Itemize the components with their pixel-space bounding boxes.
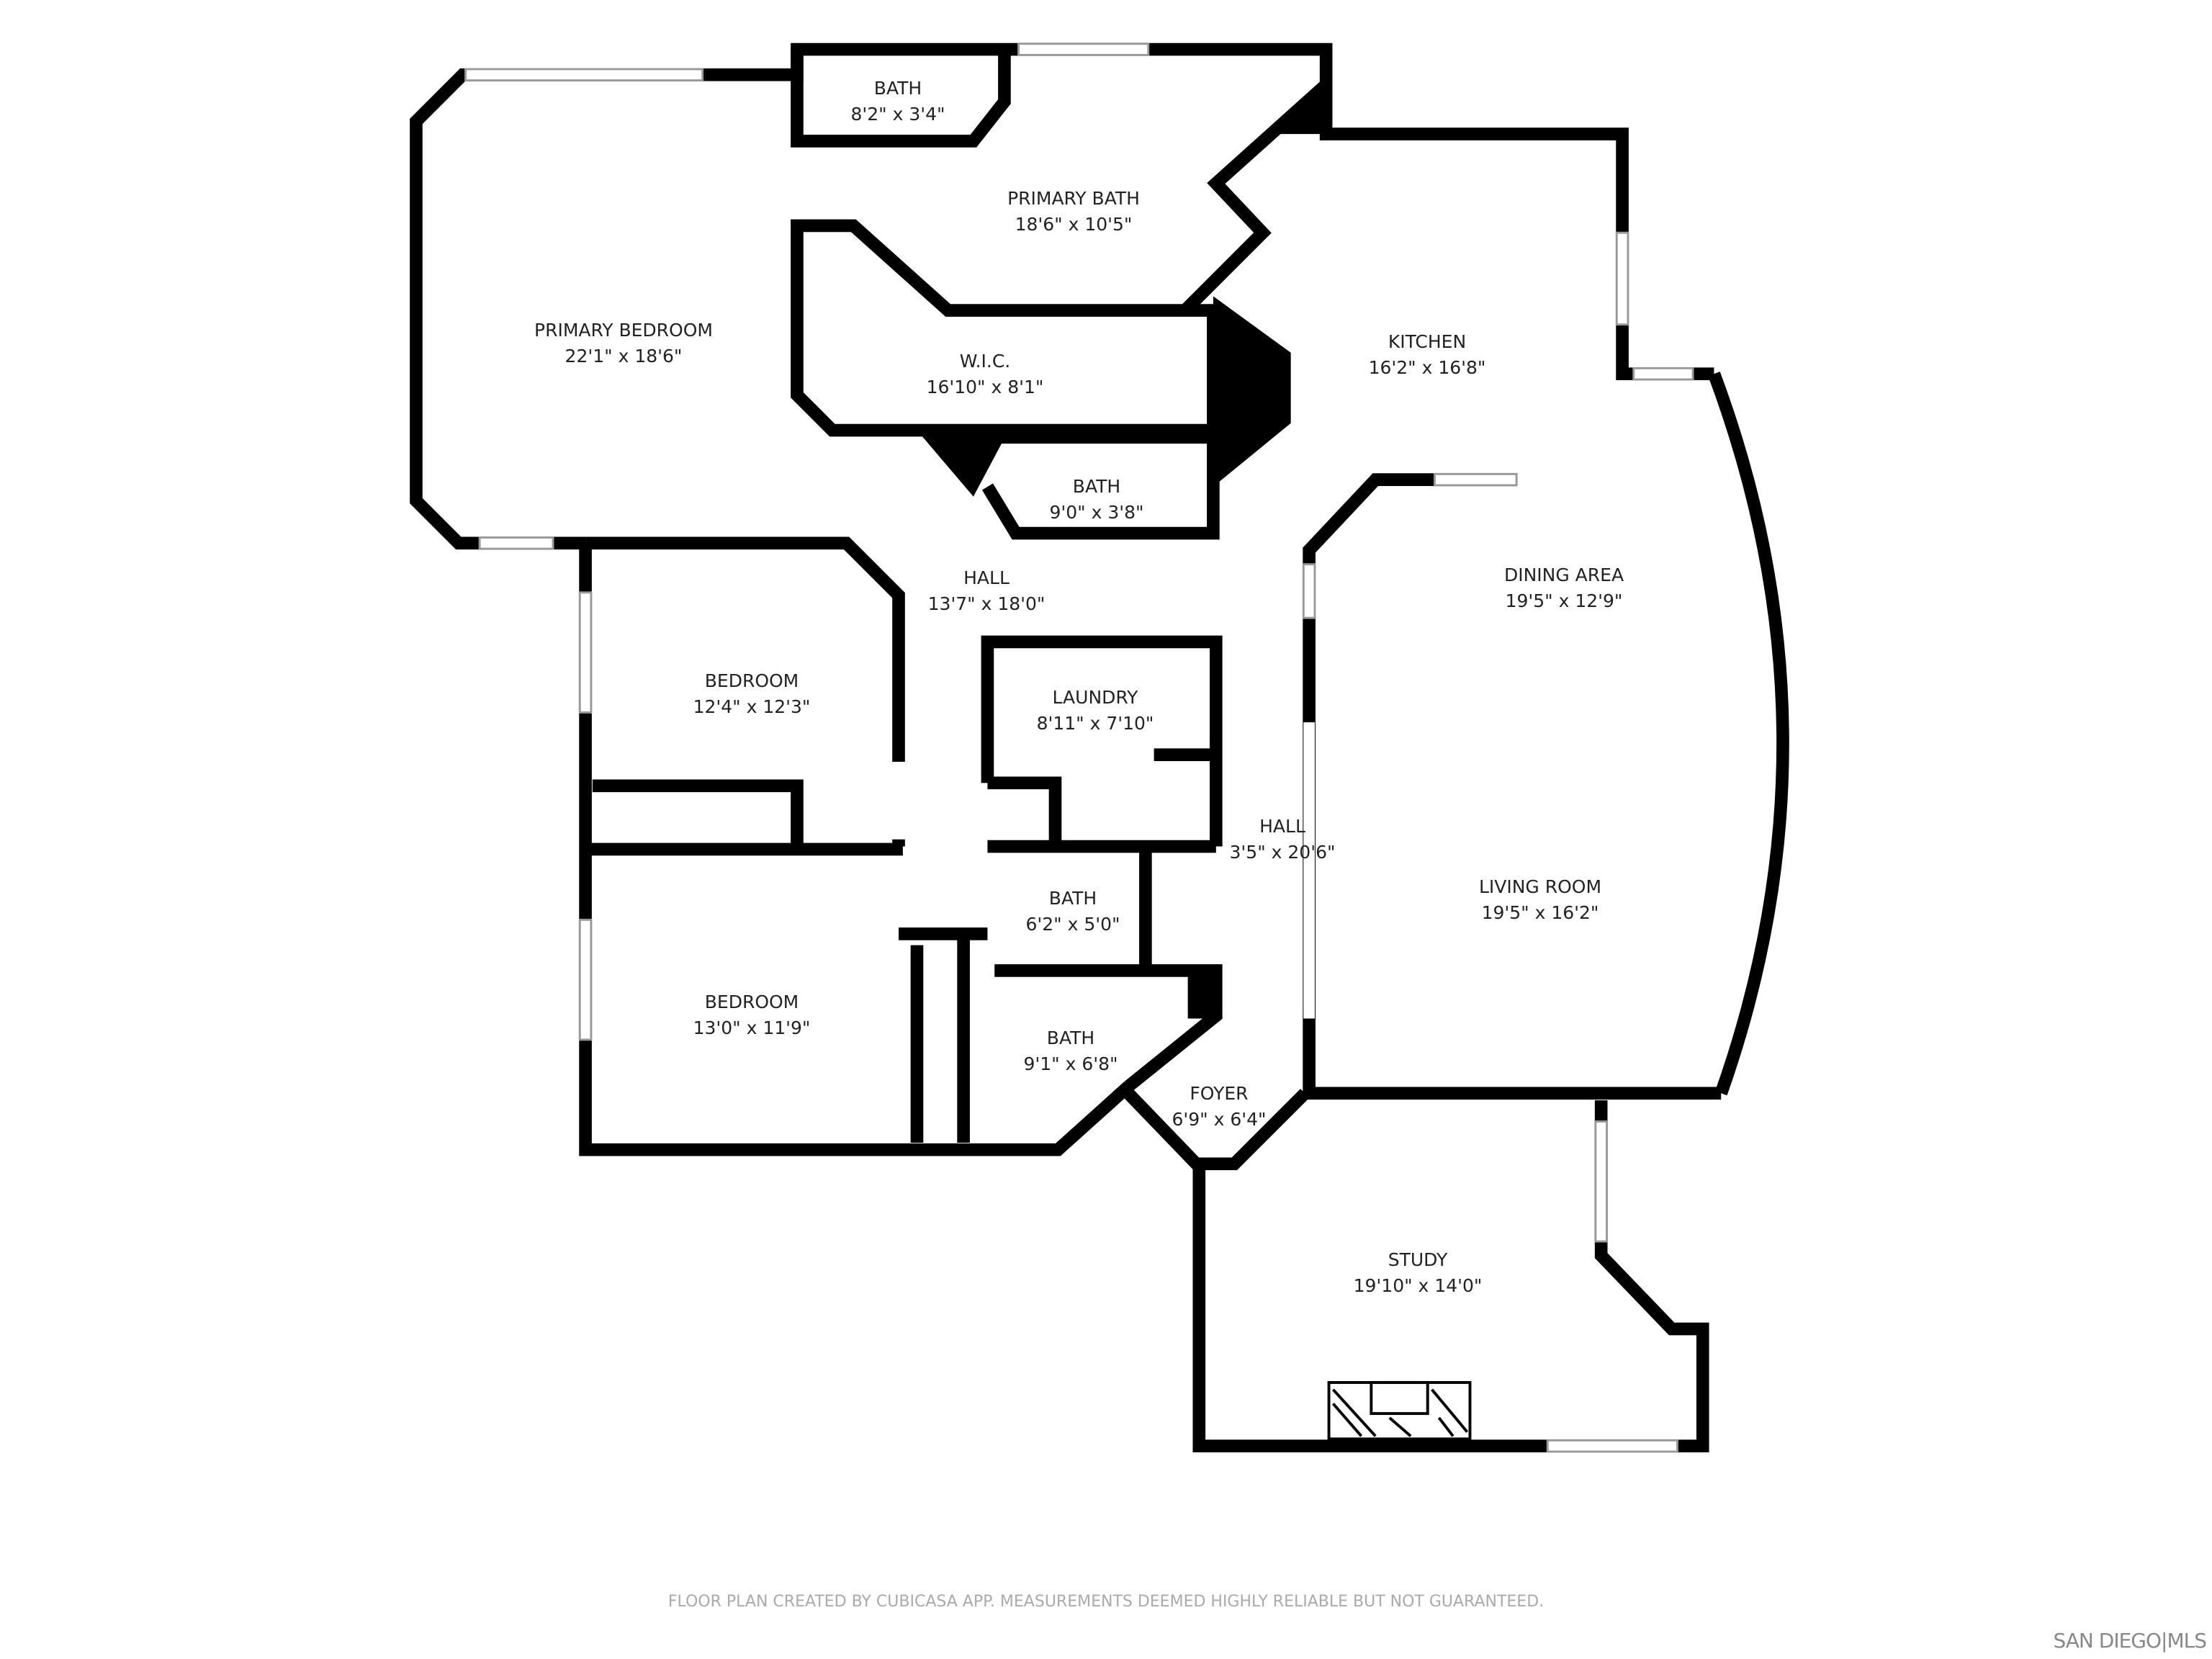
- room-dims: 22'1" x 18'6": [565, 346, 683, 367]
- window: [1632, 367, 1694, 381]
- room-label: STUDY 19'10" x 14'0": [1354, 1247, 1483, 1299]
- room-dims: 13'7" x 18'0": [927, 593, 1046, 614]
- room-name: BATH: [873, 78, 922, 99]
- room-label: DINING AREA 19'5" x 12'9": [1504, 562, 1624, 614]
- window: [578, 918, 593, 1041]
- foyer-wall: [1117, 1082, 1310, 1171]
- bath-small-wall: [791, 49, 1011, 148]
- room-dims: 6'9" x 6'4": [1172, 1109, 1267, 1130]
- room-dims: 18'6" x 10'5": [1015, 214, 1133, 235]
- closet-wall: [592, 779, 804, 847]
- window: [1615, 231, 1629, 326]
- room-name: HALL: [963, 567, 1010, 588]
- room-name: LAUNDRY: [1052, 687, 1138, 708]
- wall-mass: [1187, 970, 1219, 1019]
- laundry-wall: [981, 635, 1223, 847]
- room-label: HALL 3'5" x 20'6": [1230, 814, 1336, 866]
- wall-mass: [1213, 296, 1291, 487]
- window: [464, 68, 704, 82]
- window: [478, 536, 554, 550]
- window: [578, 591, 593, 714]
- room-label: LIVING ROOM 19'5" x 16'2": [1479, 874, 1601, 926]
- bath-hall-wall: [981, 431, 1220, 540]
- exterior-curved-wall: [1708, 372, 1789, 1096]
- bedroom-wall: [585, 536, 905, 847]
- room-label: BEDROOM 12'4" x 12'3": [693, 668, 811, 720]
- window: [1017, 42, 1150, 56]
- wall-mass: [1262, 77, 1326, 135]
- room-name: BATH: [1072, 476, 1121, 497]
- room-label: FOYER 6'9" x 6'4": [1172, 1081, 1266, 1133]
- room-name: DINING AREA: [1503, 565, 1624, 585]
- window: [1594, 1120, 1608, 1243]
- room-name: LIVING ROOM: [1478, 876, 1602, 897]
- room-name: STUDY: [1388, 1249, 1448, 1270]
- room-label: KITCHEN 16'2" x 16'8": [1369, 329, 1486, 381]
- room-name: KITCHEN: [1388, 331, 1467, 352]
- mls-logo: SAN DIEGO|MLS: [2053, 1629, 2207, 1653]
- room-label: W.I.C. 16'10" x 8'1": [927, 349, 1044, 400]
- room-name: BATH: [1048, 888, 1097, 909]
- room-name: PRIMARY BATH: [1007, 188, 1140, 209]
- room-name: HALL: [1259, 816, 1305, 837]
- primary-bedroom-wall: [410, 68, 706, 550]
- room-dims: 8'11" x 7'10": [1036, 713, 1154, 734]
- wall-mass: [917, 430, 1009, 497]
- room-dims: 8'2" x 3'4": [850, 104, 945, 125]
- window: [1303, 722, 1315, 1019]
- room-dims: 16'10" x 8'1": [926, 377, 1044, 397]
- room-name: BEDROOM: [704, 992, 799, 1012]
- living-wall: [1303, 473, 1722, 1100]
- room-label: PRIMARY BATH 18'6" x 10'5": [1007, 186, 1140, 238]
- room-name: PRIMARY BEDROOM: [534, 320, 713, 341]
- window: [889, 761, 909, 840]
- room-dims: 6'2" x 5'0": [1025, 914, 1120, 935]
- room-label: HALL 13'7" x 18'0": [928, 565, 1046, 617]
- fireplace: [1327, 1381, 1472, 1441]
- room-label: BEDROOM 13'0" x 11'9": [693, 989, 811, 1041]
- room-dims: 9'0" x 3'8": [1049, 502, 1144, 523]
- room-label: LAUNDRY 8'11" x 7'10": [1037, 685, 1154, 737]
- room-name: FOYER: [1190, 1083, 1249, 1104]
- room-dims: 9'1" x 6'8": [1023, 1053, 1118, 1074]
- room-name: BATH: [1046, 1028, 1095, 1048]
- laundry-inner-wall: [987, 776, 1062, 844]
- room-label: BATH 6'2" x 5'0": [1025, 886, 1120, 938]
- room-label: BATH 9'0" x 3'8": [1049, 474, 1143, 526]
- room-name: W.I.C.: [959, 351, 1011, 372]
- room-dims: 13'0" x 11'9": [693, 1017, 811, 1038]
- room-dims: 19'10" x 14'0": [1353, 1275, 1483, 1296]
- room-dims: 16'2" x 16'8": [1368, 357, 1486, 378]
- room-dims: 19'5" x 12'9": [1505, 590, 1623, 611]
- room-label: PRIMARY BEDROOM 22'1" x 18'6": [534, 318, 713, 369]
- room-label: BATH 8'2" x 3'4": [850, 76, 945, 127]
- room-dims: 3'5" x 20'6": [1229, 842, 1336, 863]
- window: [1302, 563, 1316, 619]
- room-dims: 19'5" x 16'2": [1481, 902, 1599, 923]
- room-label: BATH 9'1" x 6'8": [1023, 1025, 1118, 1077]
- window: [1546, 1439, 1678, 1453]
- room-name: BEDROOM: [704, 670, 799, 691]
- disclaimer: FLOOR PLAN CREATED BY CUBICASA APP. MEAS…: [667, 1593, 1545, 1611]
- window: [1434, 472, 1518, 487]
- room-dims: 12'4" x 12'3": [693, 696, 811, 717]
- study-wall: [1192, 1100, 1709, 1452]
